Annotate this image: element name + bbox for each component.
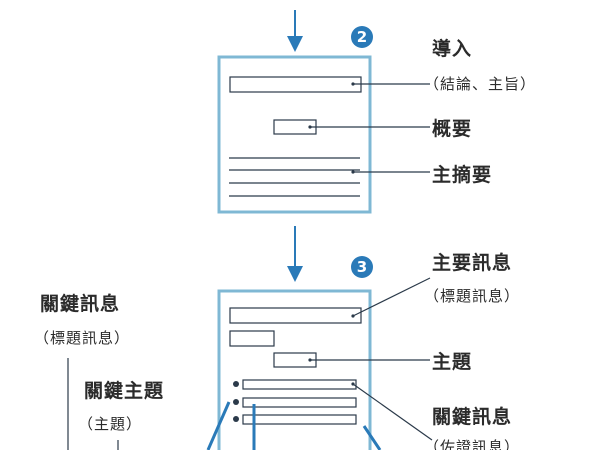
step3-key-message-bar-1 <box>242 379 357 390</box>
left-label-key-topic-sub: （主題） <box>78 415 143 433</box>
left-label-key-message-sub: （標題訊息） <box>34 329 131 347</box>
label-intro-sub: （結論、主旨） <box>424 75 537 93</box>
bullet-dot-3 <box>233 416 239 422</box>
step2-number-badge: 2 <box>351 26 373 48</box>
bullet-dot-2 <box>233 399 239 405</box>
label-main-message: 主要訊息 <box>432 252 513 274</box>
leader-main-summary-dot <box>351 170 355 174</box>
pointer-left <box>206 401 231 450</box>
step3-main-message-box <box>229 307 362 324</box>
left-label-key-message: 關鍵訊息 <box>40 293 121 315</box>
label-intro: 導入 <box>432 38 473 60</box>
leader-intro-dot <box>351 82 355 86</box>
leader-key-message-dot <box>351 382 355 386</box>
label-key-message-sub: （佐證訊息） <box>424 438 521 450</box>
step3-number-badge: 3 <box>351 256 373 278</box>
label-topic: 主題 <box>432 351 473 373</box>
label-main-summary: 主摘要 <box>432 164 493 186</box>
label-main-message-sub: （標題訊息） <box>424 287 521 305</box>
leader-main-message <box>352 277 431 317</box>
label-overview: 概要 <box>432 118 473 140</box>
leader-main-message-dot <box>351 314 355 318</box>
leader-overview-dot <box>308 125 312 129</box>
step3-key-message-bar-3 <box>242 414 357 425</box>
left-label-key-topic: 關鍵主題 <box>84 380 165 402</box>
label-key-message: 關鍵訊息 <box>432 406 513 428</box>
step3-small-box <box>229 330 275 347</box>
step3-key-message-bar-2 <box>242 397 357 408</box>
pointer-right <box>362 425 382 450</box>
leader-topic-dot <box>308 358 312 362</box>
leader-key-message <box>352 383 433 441</box>
bullet-dot-1 <box>233 381 239 387</box>
step2-intro-box <box>229 76 362 93</box>
